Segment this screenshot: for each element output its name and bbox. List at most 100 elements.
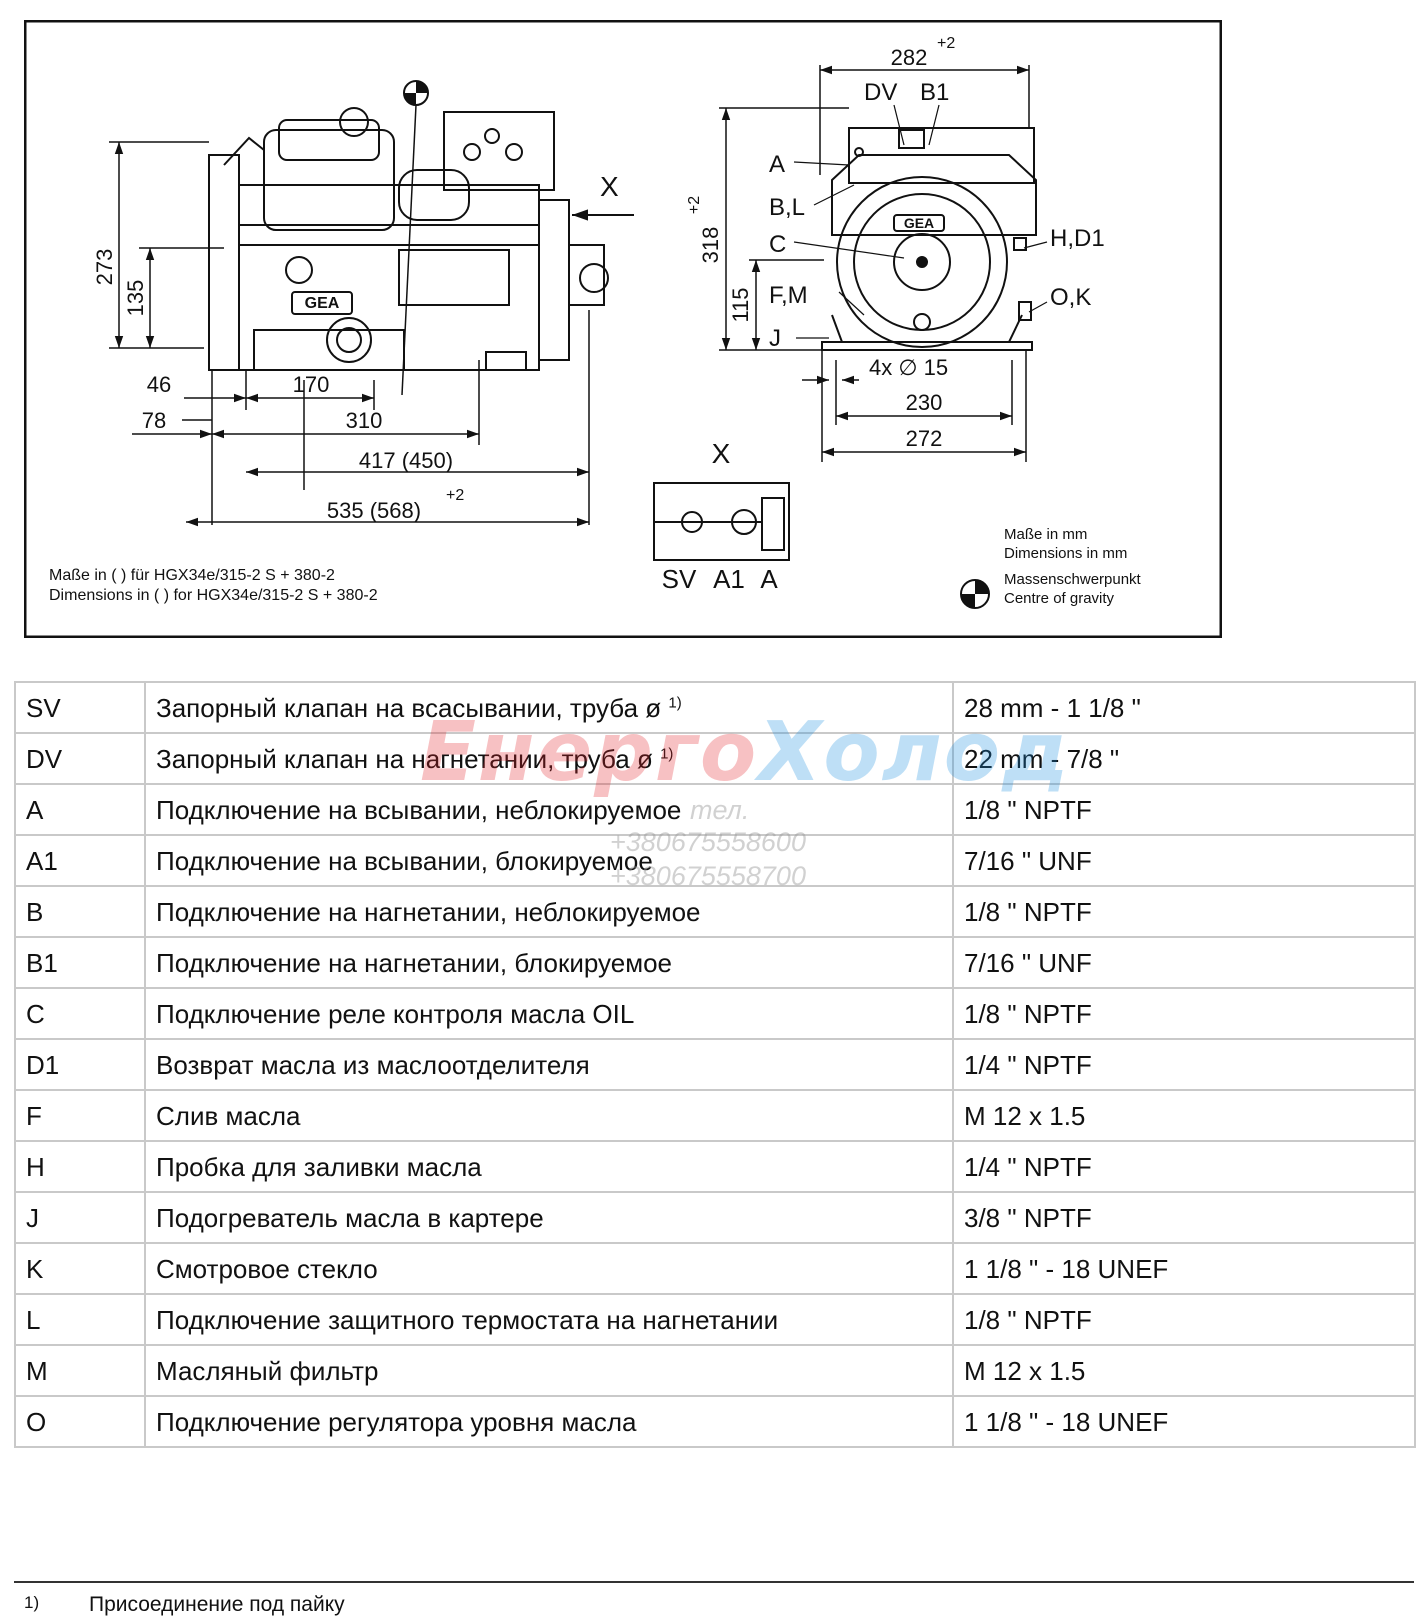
drawing-frame	[24, 20, 1222, 638]
label-b1: B1	[920, 79, 949, 106]
dim-535-568: 535 (568)	[327, 498, 421, 523]
connection-code: D1	[14, 1038, 146, 1091]
logo-text-side: GEA	[305, 295, 340, 312]
dim-115: 115	[728, 287, 753, 322]
connection-description: Пробка для заливки масла	[156, 1151, 482, 1182]
connection-size: 28 mm - 1 1/8 "	[952, 681, 1416, 734]
connection-size: 1 1/8 " - 18 UNEF	[952, 1242, 1416, 1295]
footnote-mark: 1)	[24, 1593, 40, 1612]
table-row: B Подключение на нагнетании, неблокируемо…	[14, 885, 1416, 938]
connection-size: 1/8 " NPTF	[952, 987, 1416, 1040]
connection-description-cell: Подключение реле контроля масла OIL	[144, 987, 954, 1040]
side-vertical-dims	[109, 141, 224, 349]
connection-description-cell: Слив масла	[144, 1089, 954, 1142]
connection-size: 22 mm - 7/8 "	[952, 732, 1416, 785]
legend-centre-of-gravity-icon	[960, 579, 990, 609]
connection-code: B	[14, 885, 146, 938]
label-a-detail: A	[760, 564, 778, 594]
connection-description: Слив масла	[156, 1100, 301, 1131]
units-de: Maße in mm	[1004, 526, 1087, 543]
dim-282: 282	[891, 45, 928, 70]
connection-code: DV	[14, 732, 146, 785]
table-row: D1 Возврат масла из маслоотделителя 1/4 " …	[14, 1038, 1416, 1091]
table-row: M Масляный фильтр M 12 x 1.5	[14, 1344, 1416, 1397]
connection-code: J	[14, 1191, 146, 1244]
connection-description: Подключение на всывании, неблокируемое	[156, 794, 682, 825]
footnote-reference: 1)	[668, 693, 682, 711]
connection-code: M	[14, 1344, 146, 1397]
footnote-text: Присоединение под пайку	[89, 1593, 345, 1616]
connection-description: Подключение защитного термостата на нагн…	[156, 1304, 779, 1335]
label-a: A	[769, 151, 785, 178]
connection-size: 3/8 " NPTF	[952, 1191, 1416, 1244]
connection-size: M 12 x 1.5	[952, 1344, 1416, 1397]
connection-code: O	[14, 1395, 146, 1448]
connection-code: H	[14, 1140, 146, 1193]
connection-size: 1 1/8 " - 18 UNEF	[952, 1395, 1416, 1448]
table-row: J Подогреватель масла в картере 3/8 " NPTF	[14, 1191, 1416, 1244]
side-horizontal-dims	[132, 310, 590, 527]
compressor-side-view	[208, 107, 609, 371]
connection-description: Возврат масла из маслоотделителя	[156, 1049, 590, 1080]
table-row: L Подключение защитного термостата на наг…	[14, 1293, 1416, 1346]
tol-318: +2	[686, 196, 703, 214]
connection-code: K	[14, 1242, 146, 1295]
label-sv: SV	[662, 564, 697, 594]
connection-description-cell: Подключение защитного термостата на нагн…	[144, 1293, 954, 1346]
connection-description: Смотровое стекло	[156, 1253, 378, 1284]
detail-view-title: X	[712, 438, 731, 469]
connection-description-cell: Запорный клапан на всасывании, труба ø 1…	[144, 681, 954, 734]
connection-size: 1/8 " NPTF	[952, 1293, 1416, 1346]
connection-code: A	[14, 783, 146, 836]
connection-description: Масляный фильтр	[156, 1355, 379, 1386]
end-view-dims	[719, 65, 1030, 462]
table-row: H Пробка для заливки масла 1/4 " NPTF	[14, 1140, 1416, 1193]
connection-description: Запорный клапан на всасывании, труба ø	[156, 692, 662, 723]
connection-size: 7/16 " UNF	[952, 936, 1416, 989]
dim-417-450: 417 (450)	[359, 448, 453, 473]
footnote-reference: 1)	[660, 744, 674, 762]
connection-description: Подключение на нагнетании, неблокируемое	[156, 896, 701, 927]
units-en: Dimensions in mm	[1004, 545, 1127, 562]
note-en: Dimensions in ( ) for HGX34e/315-2 S + 3…	[49, 587, 378, 604]
connection-code: C	[14, 987, 146, 1040]
label-j: J	[769, 325, 781, 352]
connection-code: L	[14, 1293, 146, 1346]
cog-de: Massenschwerpunkt	[1004, 571, 1142, 588]
connection-description-cell: Пробка для заливки масла	[144, 1140, 954, 1193]
connection-description-cell: Подключение на всывании, блокируемое	[144, 834, 954, 887]
connection-description: Запорный клапан на нагнетании, труба ø	[156, 743, 653, 774]
connection-description-cell: Масляный фильтр	[144, 1344, 954, 1397]
dim-135: 135	[123, 280, 148, 317]
connection-description-cell: Возврат масла из маслоотделителя	[144, 1038, 954, 1091]
connection-description-cell: Подогреватель масла в картере	[144, 1191, 954, 1244]
connection-code: SV	[14, 681, 146, 734]
table-row: K Смотровое стекло 1 1/8 " - 18 UNEF	[14, 1242, 1416, 1295]
view-x-label: X	[600, 171, 619, 202]
connection-description-cell: Подключение на нагнетании, блокируемое	[144, 936, 954, 989]
label-hd1: H,D1	[1050, 225, 1105, 252]
connection-description-cell: Запорный клапан на нагнетании, труба ø 1…	[144, 732, 954, 785]
logo-text-end: GEA	[904, 215, 934, 231]
connection-description-cell: Смотровое стекло	[144, 1242, 954, 1295]
connection-code: B1	[14, 936, 146, 989]
tol-282: +2	[937, 35, 955, 52]
footnote-divider	[14, 1581, 1414, 1583]
connection-size: 1/4 " NPTF	[952, 1140, 1416, 1193]
table-row: B1 Подключение на нагнетании, блокируемое…	[14, 936, 1416, 989]
connection-description: Подогреватель масла в картере	[156, 1202, 544, 1233]
connection-description: Подключение на нагнетании, блокируемое	[156, 947, 672, 978]
connection-size: 1/8 " NPTF	[952, 885, 1416, 938]
dim-170: 170	[293, 372, 330, 397]
connection-size: 1/4 " NPTF	[952, 1038, 1416, 1091]
tol-535: +2	[446, 487, 464, 504]
